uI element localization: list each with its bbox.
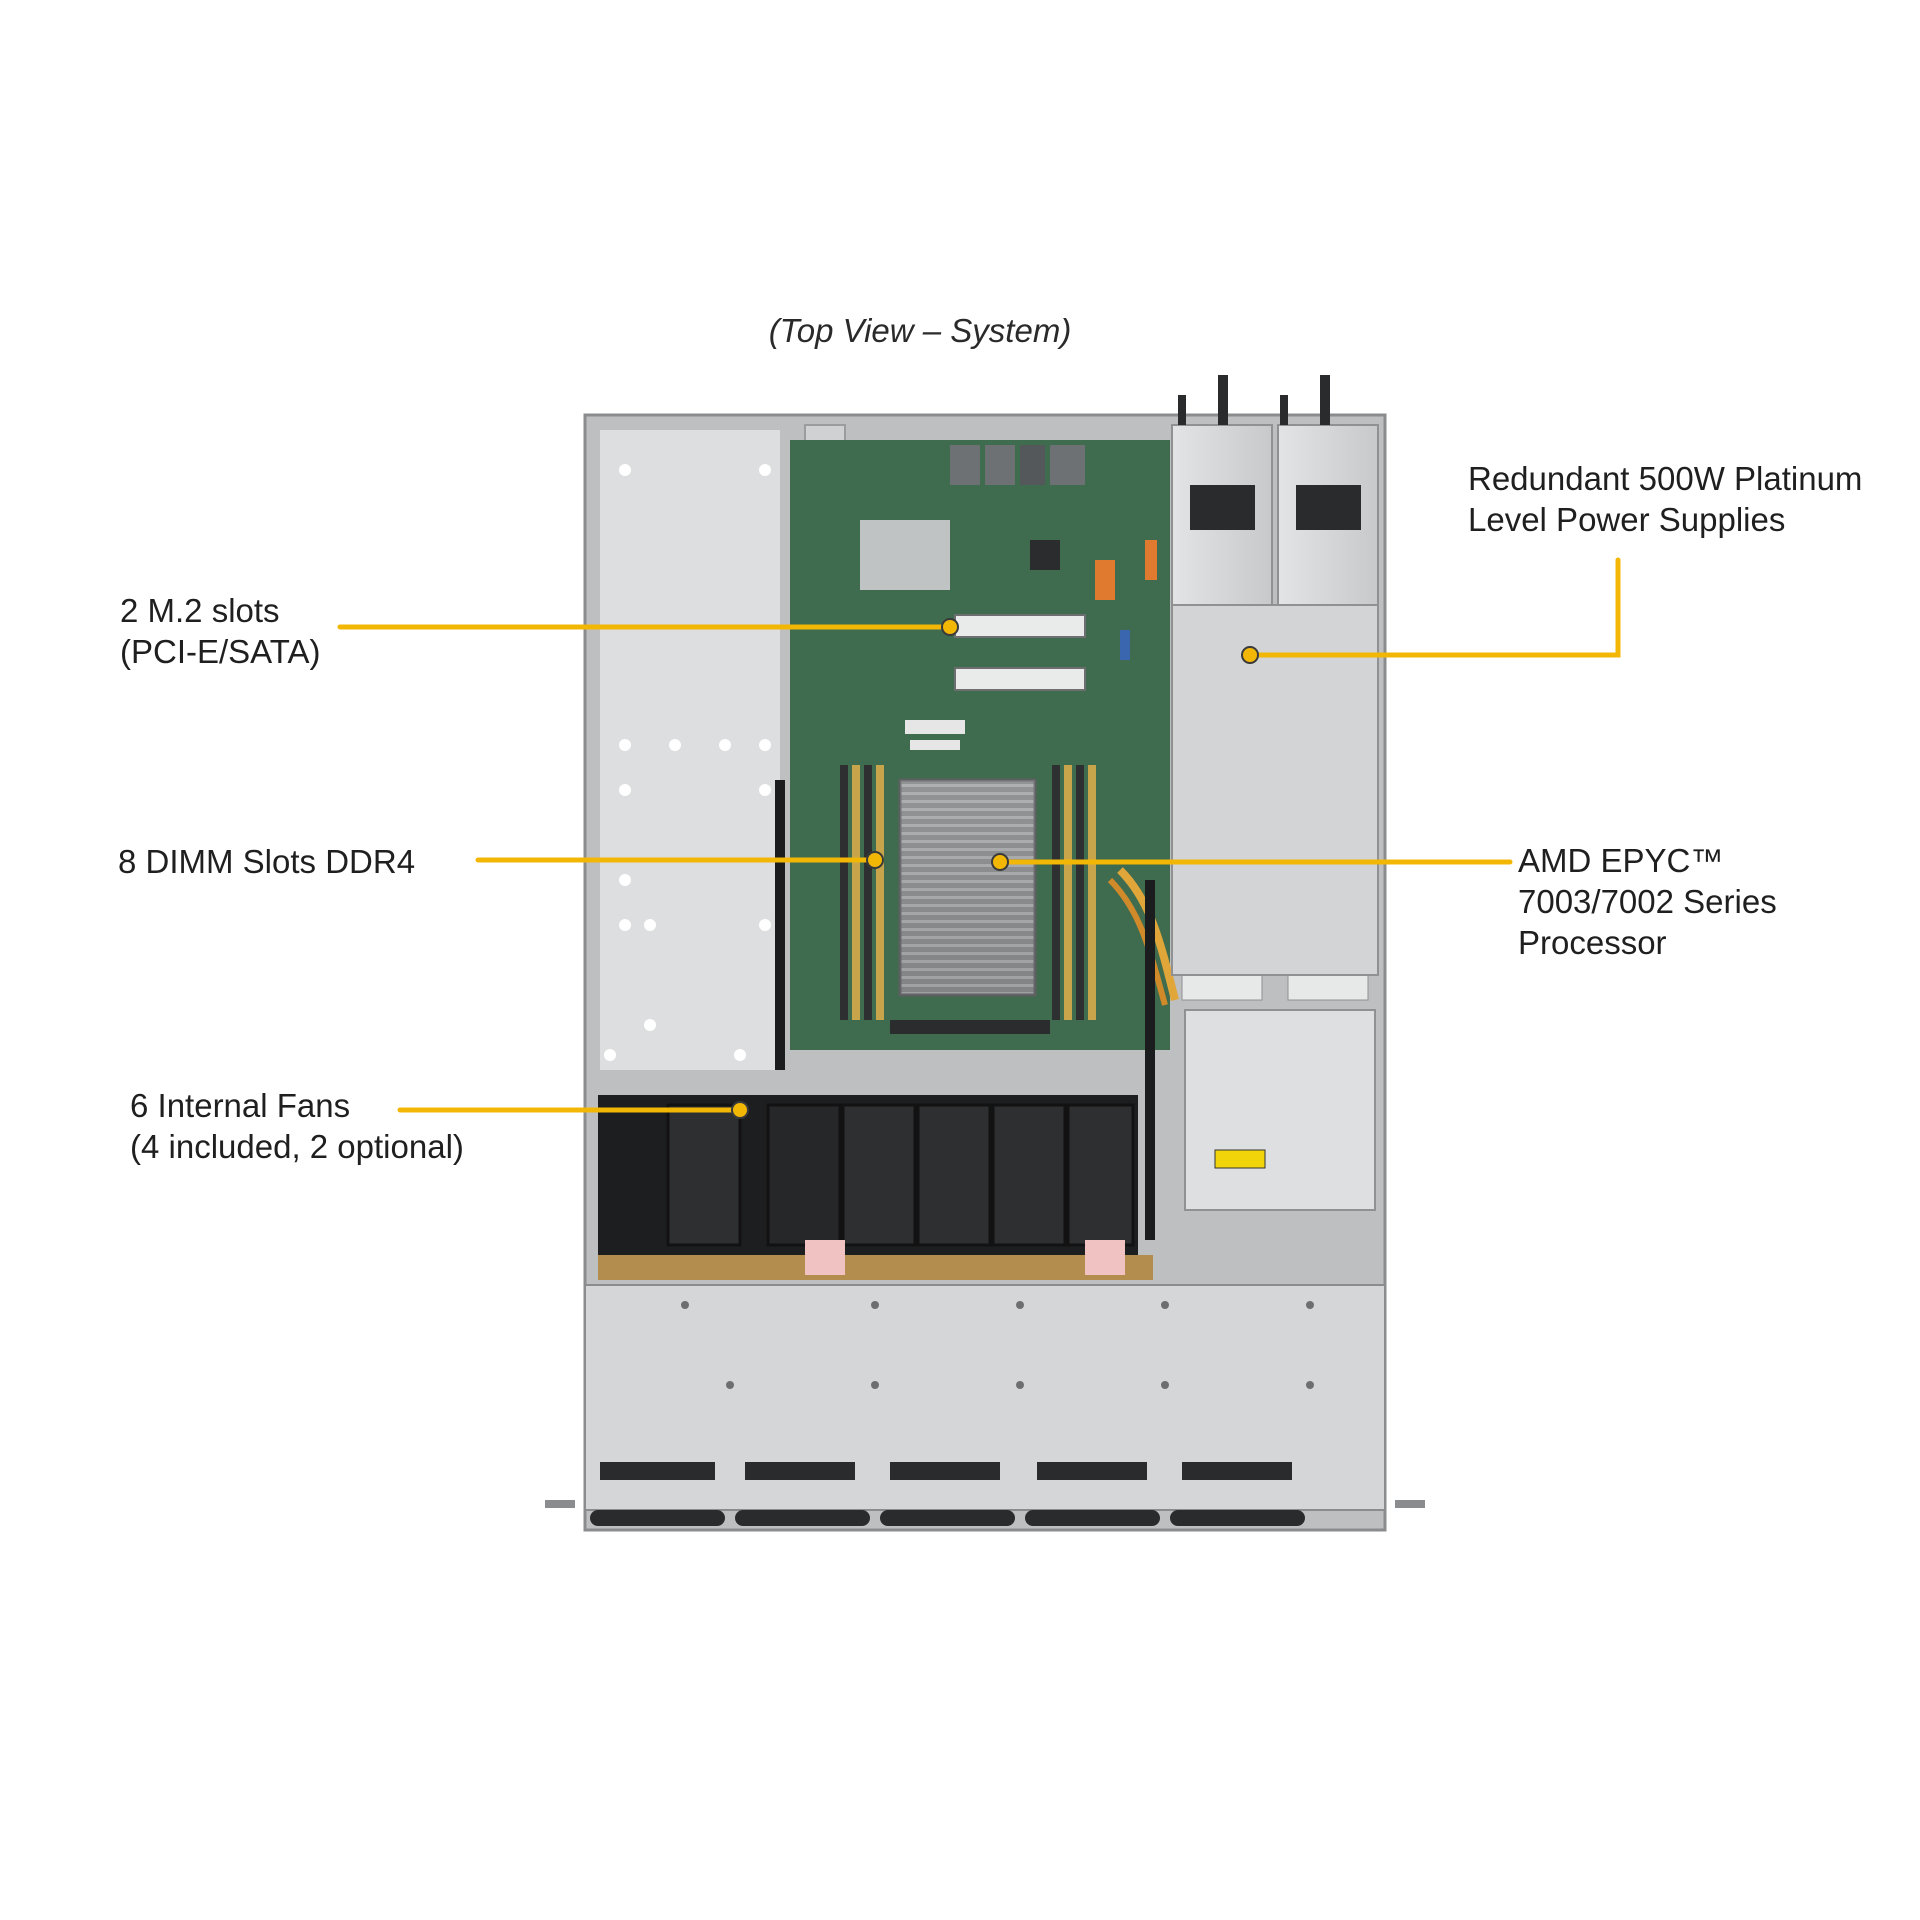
board-details: [860, 445, 1157, 750]
label-m2-line2: (PCI-E/SATA): [120, 633, 321, 670]
m2-slot-2: [954, 667, 1086, 691]
label-fans-line1: 6 Internal Fans: [130, 1087, 351, 1124]
label-dimm-slots: 8 DIMM Slots DDR4: [118, 841, 415, 882]
dimm-bank-right: [1052, 765, 1096, 1020]
psu-cover: [1171, 604, 1379, 976]
callout-leaders: [337, 557, 1621, 1113]
label-m2-slots: 2 M.2 slots (PCI-E/SATA): [120, 590, 320, 672]
front-bezel-tabs: [590, 1510, 1305, 1526]
vent-slots: [600, 1462, 1292, 1480]
bay-holes: [604, 464, 771, 1061]
rack-ear-right: [1395, 1500, 1425, 1508]
view-caption: (Top View – System): [768, 312, 1072, 349]
power-distribution: [1184, 1009, 1376, 1211]
rack-ear-left: [545, 1500, 575, 1508]
m2-slot-1: [954, 614, 1086, 638]
fan-row: [666, 1103, 1135, 1247]
label-cpu-line1: AMD EPYC™: [1518, 842, 1724, 879]
left-empty-bay: [600, 430, 780, 1070]
label-psu-line1: Redundant 500W Platinum: [1468, 460, 1863, 497]
label-cpu-line3: Processor: [1518, 924, 1667, 961]
label-power-supplies: Redundant 500W Platinum Level Power Supp…: [1468, 458, 1862, 540]
label-dimm-line1: 8 DIMM Slots DDR4: [118, 843, 416, 880]
label-m2-line1: 2 M.2 slots: [120, 592, 280, 629]
cage-screws: [681, 1301, 1314, 1389]
dimm-bank-left: [840, 765, 884, 1020]
label-processor: AMD EPYC™ 7003/7002 Series Processor: [1518, 840, 1777, 963]
label-psu-line2: Level Power Supplies: [1468, 501, 1786, 538]
label-internal-fans: 6 Internal Fans (4 included, 2 optional): [130, 1085, 464, 1167]
leader-psu: [1247, 557, 1621, 658]
psu-handles: [1178, 375, 1330, 425]
label-cpu-line2: 7003/7002 Series: [1518, 883, 1777, 920]
label-fans-line2: (4 included, 2 optional): [130, 1128, 464, 1165]
callout-dots: [731, 618, 1259, 1119]
